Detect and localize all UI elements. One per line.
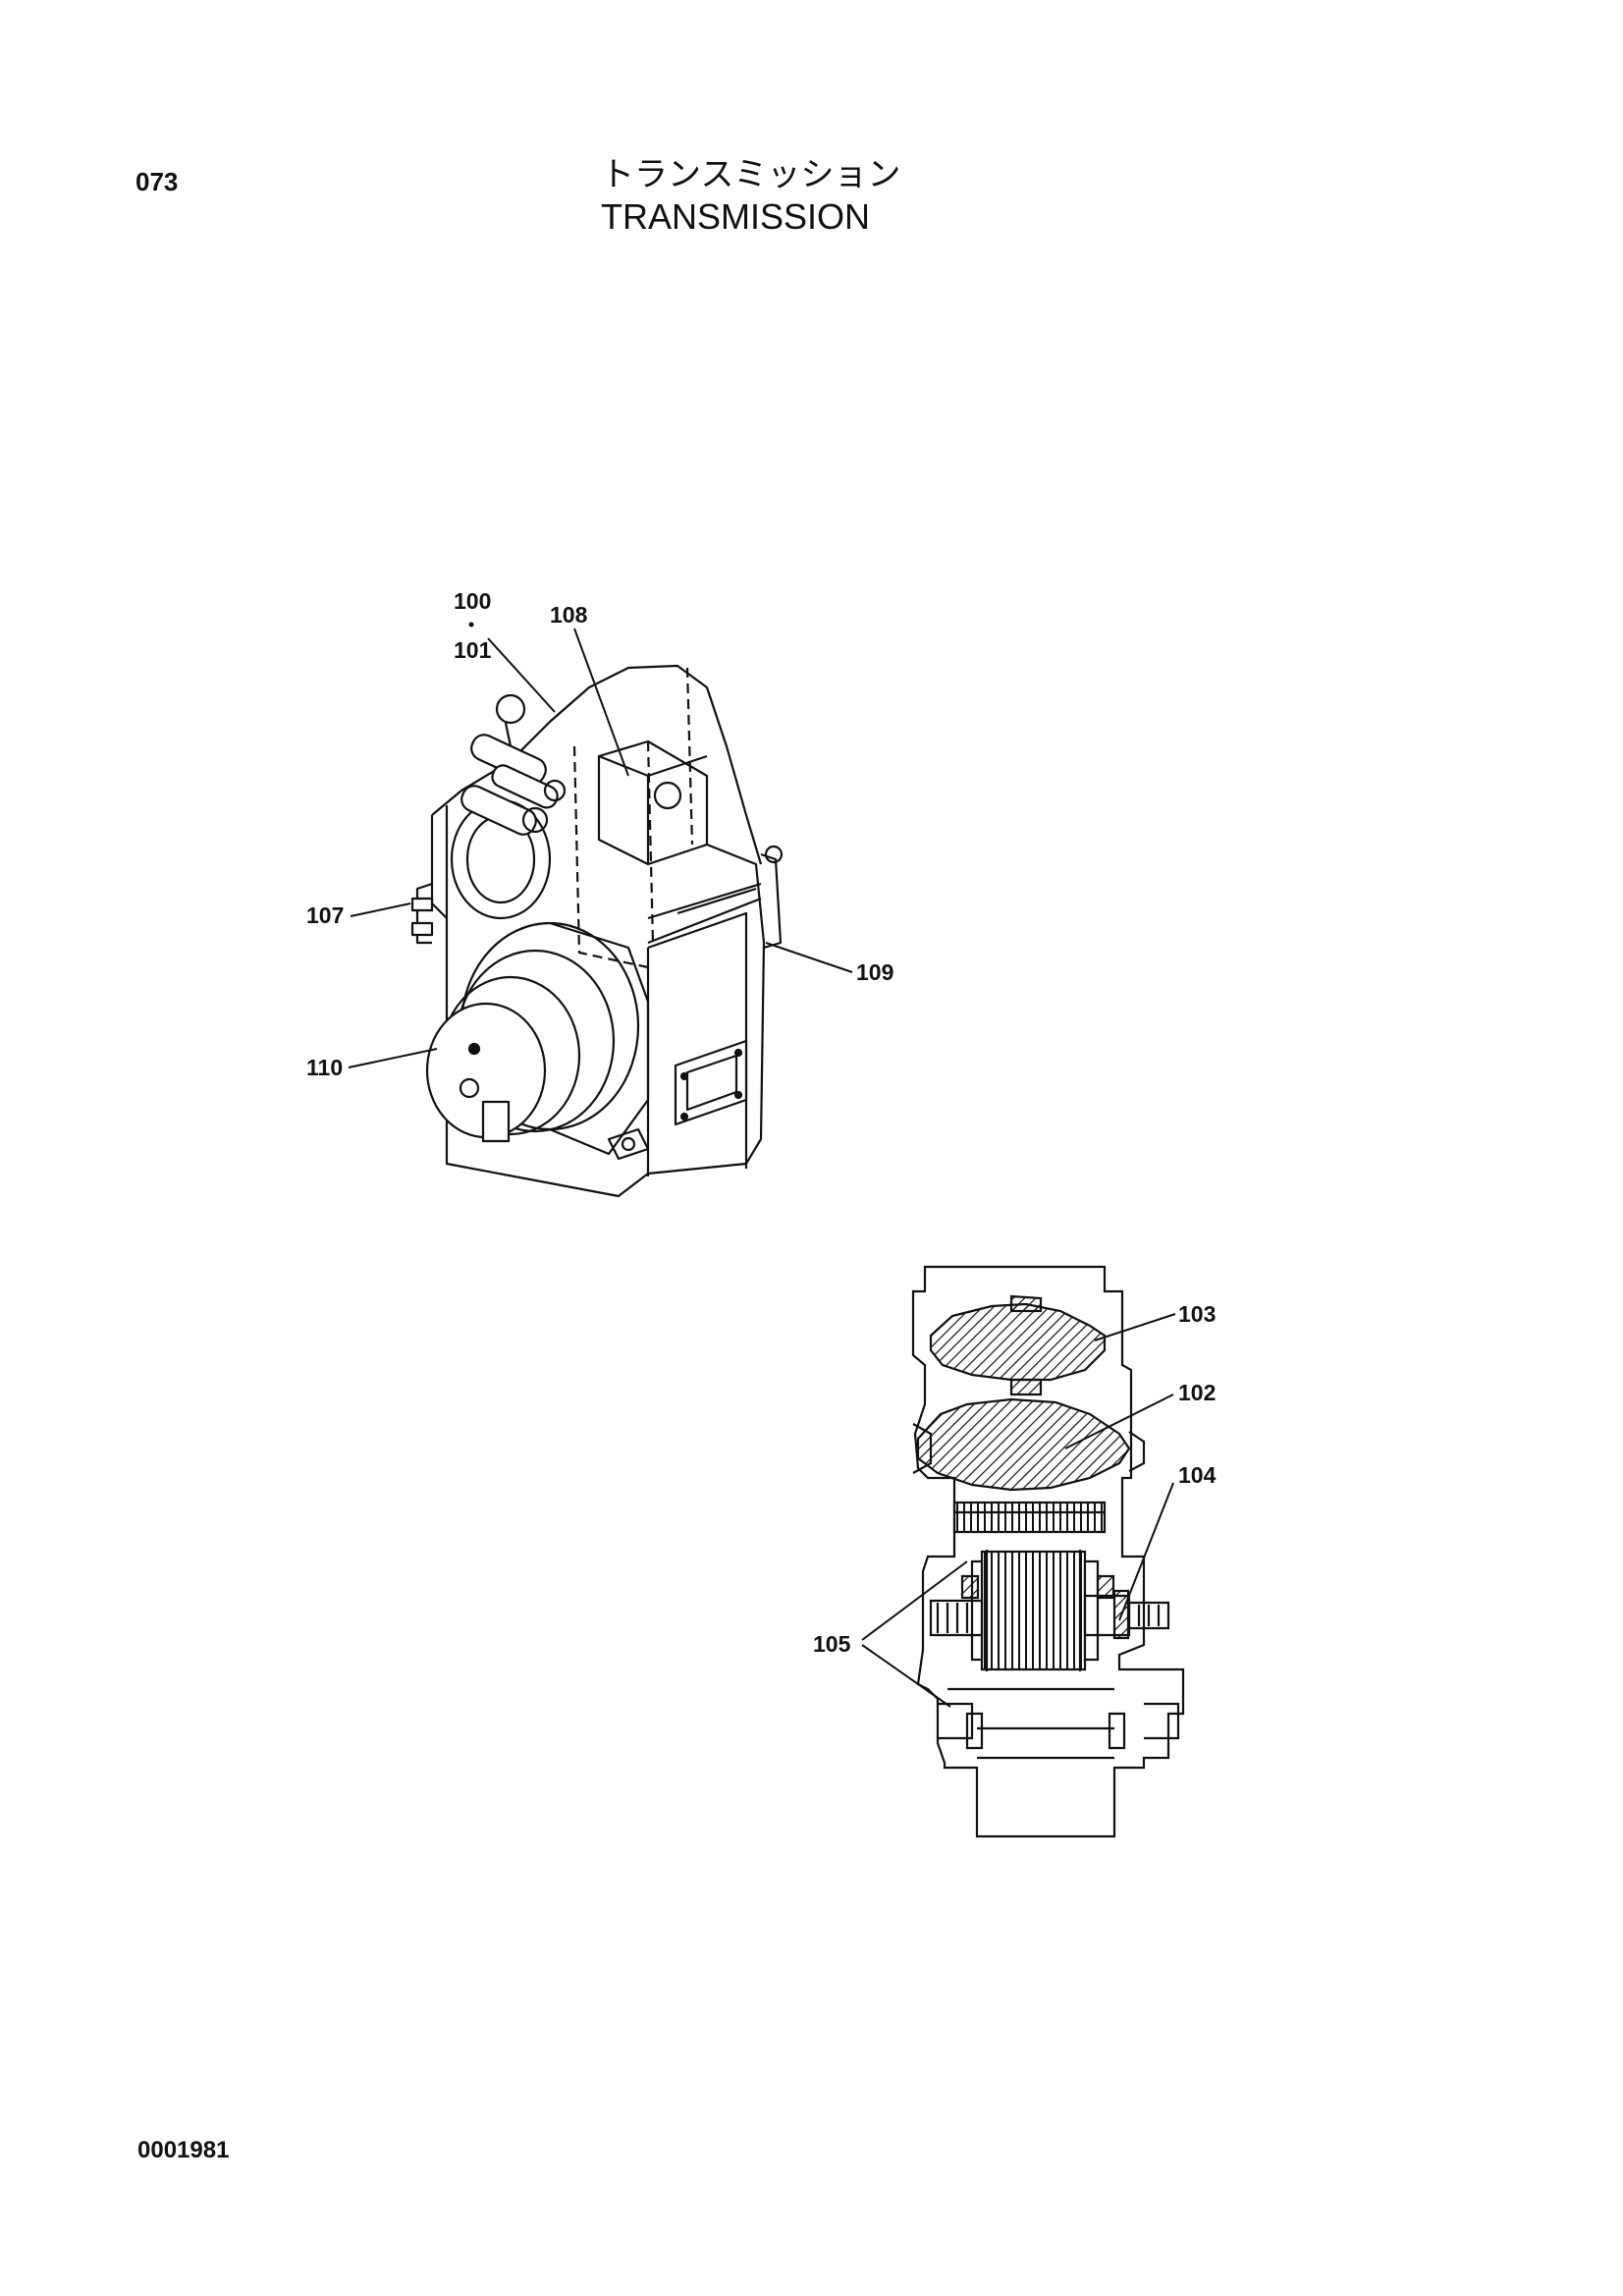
page-title-japanese: トランスミッション: [601, 155, 901, 194]
leader-lines-section: [861, 1313, 1176, 1708]
callout-102: 102: [1178, 1380, 1216, 1405]
callout-101: 101: [454, 637, 492, 663]
transmission-assembly-drawing: [410, 664, 784, 1198]
callout-109: 109: [856, 959, 893, 985]
page-title-english: TRANSMISSION: [601, 196, 871, 237]
callout-104: 104: [1178, 1462, 1217, 1488]
page-number: 073: [135, 167, 179, 196]
callout-103: 103: [1178, 1301, 1216, 1327]
callout-105: 105: [813, 1631, 851, 1657]
callout-dot: [468, 622, 474, 628]
transmission-cross-section: [911, 1265, 1185, 1838]
callout-100: 100: [454, 588, 491, 614]
callout-110: 110: [306, 1055, 343, 1080]
document-code: 0001981: [137, 2137, 230, 2163]
callout-108: 108: [550, 602, 588, 628]
callout-107: 107: [306, 902, 344, 928]
leader-lines-top: [348, 628, 853, 1068]
